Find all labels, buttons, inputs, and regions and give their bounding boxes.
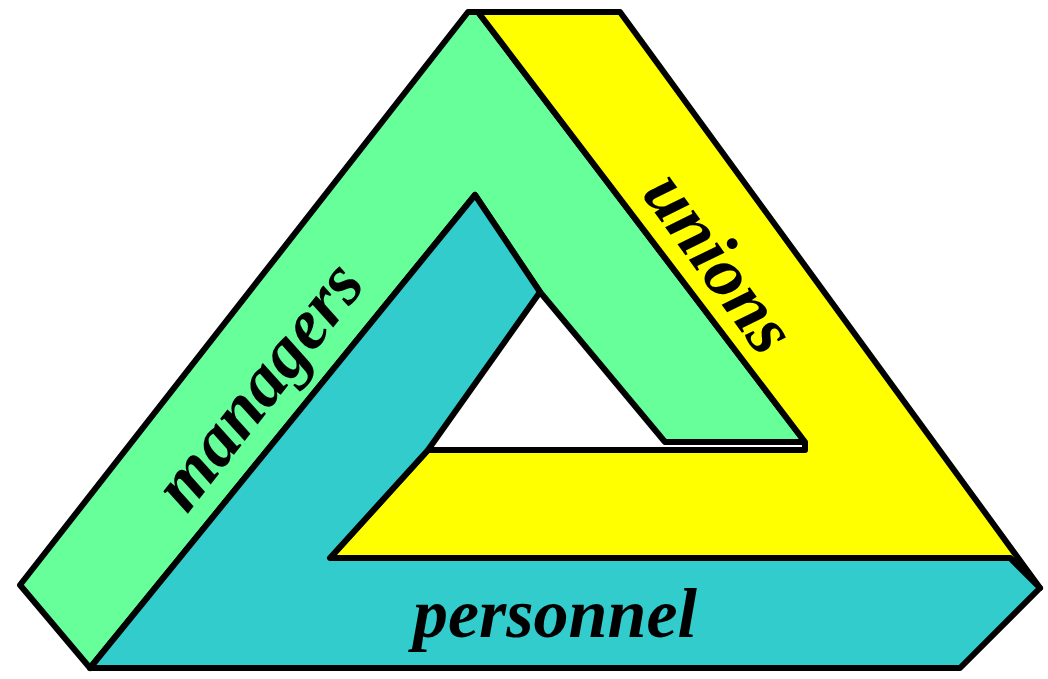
bar-label: personnel (413, 579, 697, 649)
bar-label: unions (631, 158, 809, 365)
bar-outline (330, 12, 1040, 588)
bar-outline (20, 12, 805, 668)
bar-outline (90, 195, 1040, 668)
bar-label: managers (140, 248, 377, 522)
